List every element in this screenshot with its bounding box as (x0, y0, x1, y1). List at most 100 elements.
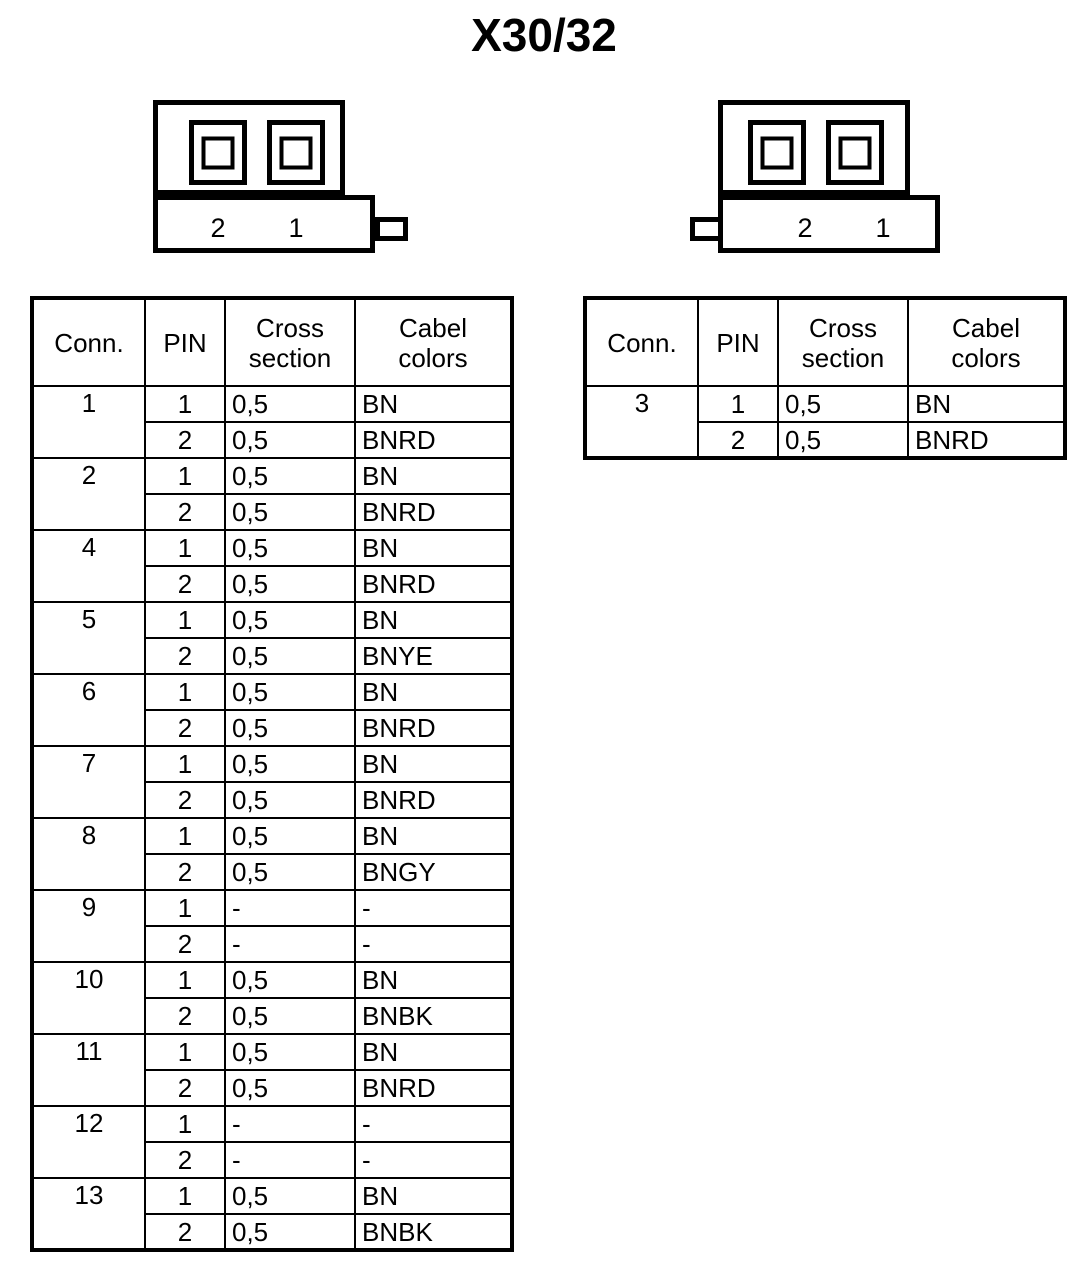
connector-right-upper-housing (718, 100, 910, 195)
cell-cross-section: - (224, 1105, 356, 1143)
cell-cross-section: 0,5 (224, 853, 356, 891)
table-header-row: Conn. PIN Cross section Cabel colors (31, 297, 513, 387)
connector-left-lower-body: 2 1 (153, 195, 375, 253)
connector-left-latch-tab (375, 217, 408, 241)
cell-cross-section: 0,5 (224, 601, 356, 639)
cell-connector-number: 8 (31, 817, 146, 891)
connector-right-lower-body: 2 1 (718, 195, 940, 253)
cell-cross-section: 0,5 (224, 673, 356, 711)
connector-left-pin-2-contact (201, 136, 235, 169)
connector-right-pin-1-socket (826, 120, 884, 185)
header-color-line2: colors (951, 342, 1021, 373)
connector-left-pin-2-socket (189, 120, 247, 185)
cell-cabel-color: BN (907, 385, 1066, 423)
connector-right-pin-1-contact (838, 136, 872, 169)
cell-connector-number: 1 (31, 385, 146, 459)
cell-cross-section: - (224, 1141, 356, 1179)
cell-pin-number: 2 (144, 421, 226, 459)
cell-cross-section: 0,5 (224, 997, 356, 1035)
header-conn: Conn. (584, 297, 699, 387)
cell-cabel-color: BN (354, 1033, 513, 1071)
connector-right-pin-label-1: 1 (875, 213, 891, 243)
cell-connector-number: 13 (31, 1177, 146, 1251)
cell-connector-number: 3 (584, 385, 699, 459)
cell-cross-section: 0,5 (224, 1213, 356, 1251)
connector-right-pin-2-socket (748, 120, 806, 185)
cell-cabel-color: BNRD (354, 565, 513, 603)
cell-cabel-color: BN (354, 385, 513, 423)
cell-pin-number: 2 (144, 493, 226, 531)
cell-cross-section: 0,5 (224, 529, 356, 567)
table-row: 2-- (32, 925, 513, 963)
cell-cross-section: 0,5 (224, 565, 356, 603)
cell-pin-number: 1 (144, 889, 226, 927)
cell-cabel-color: BNBK (354, 997, 513, 1035)
header-cross-section: Cross section (777, 297, 909, 387)
cell-cross-section: - (224, 925, 356, 963)
cell-cross-section: 0,5 (224, 1033, 356, 1071)
cell-cabel-color: BNRD (907, 421, 1066, 459)
cell-pin-number: 1 (144, 601, 226, 639)
cell-connector-number: 2 (31, 457, 146, 531)
cell-cabel-color: BN (354, 745, 513, 783)
cell-cabel-color: BN (354, 457, 513, 495)
connector-right-pin-label-2: 2 (797, 213, 813, 243)
page-title: X30/32 (471, 9, 617, 61)
cell-pin-number: 1 (144, 1105, 226, 1143)
cell-pin-number: 2 (697, 421, 779, 459)
cell-cabel-color: BN (354, 1177, 513, 1215)
header-cross-line1: Cross (256, 312, 324, 343)
cell-cabel-color: - (354, 925, 513, 963)
header-color-line2: colors (398, 342, 468, 373)
cell-cabel-color: BNYE (354, 637, 513, 675)
header-pin: PIN (697, 297, 779, 387)
cell-cross-section: 0,5 (224, 421, 356, 459)
cell-cabel-color: BNRD (354, 421, 513, 459)
cell-connector-number: 5 (31, 601, 146, 675)
cell-pin-number: 2 (144, 925, 226, 963)
connector-left-pin-label-1: 1 (288, 213, 304, 243)
cell-cross-section: 0,5 (777, 421, 909, 459)
cell-connector-number: 7 (31, 745, 146, 819)
connector-right: 2 1 (690, 100, 950, 258)
cell-pin-number: 2 (144, 853, 226, 891)
cell-cross-section: 0,5 (224, 961, 356, 999)
cell-pin-number: 2 (144, 1069, 226, 1107)
cell-cross-section: 0,5 (224, 493, 356, 531)
header-cross-line2: section (801, 342, 885, 373)
cell-cabel-color: BNRD (354, 493, 513, 531)
cell-connector-number: 6 (31, 673, 146, 747)
table-row: 2-- (32, 1141, 513, 1179)
cell-cabel-color: BN (354, 601, 513, 639)
cell-cabel-color: BN (354, 529, 513, 567)
cell-pin-number: 2 (144, 781, 226, 819)
connector-right-latch-tab (690, 217, 723, 241)
header-pin: PIN (144, 297, 226, 387)
cell-cross-section: 0,5 (224, 817, 356, 855)
cell-cross-section: 0,5 (224, 385, 356, 423)
cell-cabel-color: - (354, 1141, 513, 1179)
cell-pin-number: 2 (144, 709, 226, 747)
cell-cross-section: 0,5 (224, 745, 356, 783)
connector-left-pin-label-2: 2 (210, 213, 226, 243)
cell-cross-section: 0,5 (224, 1177, 356, 1215)
cell-cabel-color: BNBK (354, 1213, 513, 1251)
cell-cross-section: 0,5 (224, 1069, 356, 1107)
cell-pin-number: 2 (144, 1141, 226, 1179)
